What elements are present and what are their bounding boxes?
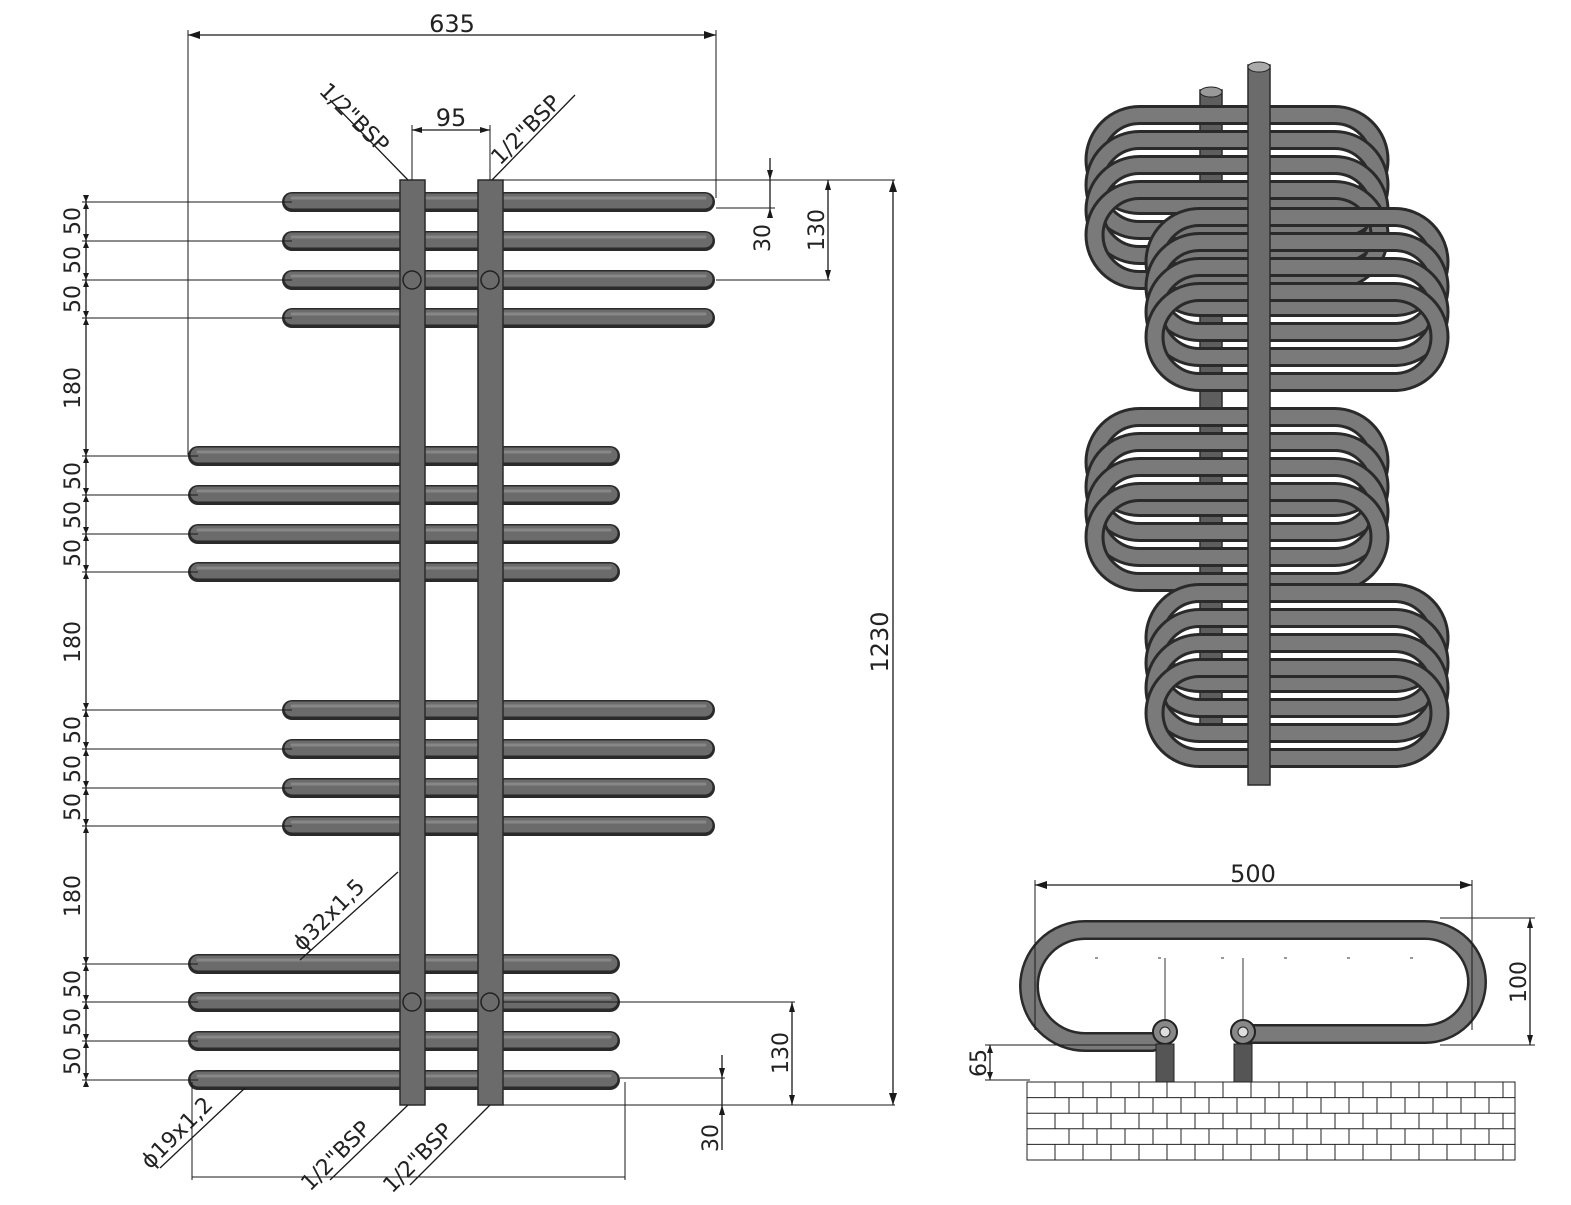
- bottom-right-outlet-label: 1/2"BSP: [379, 1119, 459, 1199]
- isometric-view: [1084, 61, 1450, 786]
- bottom-connection-label: 130: [769, 1032, 794, 1074]
- bracket-hole-bottom-left: [402, 992, 422, 1012]
- pitch-label: 50: [61, 539, 86, 567]
- plan-width-label: 500: [1230, 860, 1276, 888]
- pitch-label: 50: [61, 207, 86, 235]
- horizontal-bars: [188, 192, 715, 1090]
- bracket-hole-bottom-right: [480, 992, 500, 1012]
- pitch-label: 50: [61, 1047, 86, 1075]
- gap-label: 180: [61, 875, 86, 917]
- gap-label: 180: [61, 621, 86, 663]
- top-left-inlet-label: 1/2"BSP: [314, 79, 394, 159]
- width-label: 635: [429, 10, 475, 38]
- brick-wall: [1026, 1081, 1516, 1161]
- iso-front-pipe: [1247, 64, 1271, 786]
- pitch-label: 50: [61, 755, 86, 783]
- top-right-inlet-label: 1/2"BSP: [487, 91, 567, 171]
- pitch-label: 50: [61, 970, 86, 998]
- plan-view: 500 100 65: [967, 860, 1535, 1161]
- left-dimension-labels: 50 50 50 180 50 50 50 180 50 50 50 180 5…: [61, 207, 86, 1075]
- pitch-label: 50: [61, 501, 86, 529]
- pitch-label: 50: [61, 462, 86, 490]
- pitch-label: 50: [61, 793, 86, 821]
- plan-depth-label: 100: [1507, 961, 1532, 1003]
- pipe-spacing-label: 95: [436, 104, 467, 132]
- gap-label: 180: [61, 367, 86, 409]
- front-view: 635 95 1/2"BSP 1/2"BSP 1/2"BSP 1/2"BSP ϕ…: [61, 10, 897, 1198]
- left-vertical-pipe: [399, 179, 426, 1106]
- pitch-label: 50: [61, 246, 86, 274]
- bottom-offset-label: 30: [699, 1124, 724, 1152]
- wall-offset-label: 65: [967, 1049, 992, 1077]
- pitch-label: 50: [61, 285, 86, 313]
- pitch-label: 50: [61, 1008, 86, 1036]
- bottom-left-outlet-label: 1/2"BSP: [297, 1117, 377, 1197]
- bracket-hole-top-left: [402, 270, 422, 290]
- top-offset-label: 30: [751, 224, 776, 252]
- vertical-tube-label: ϕ32x1,5: [289, 875, 371, 957]
- wall-bracket-left: [1155, 1043, 1175, 1083]
- height-label: 1230: [866, 611, 894, 672]
- bracket-hole-top-right: [480, 270, 500, 290]
- left-dimension-ticks: [82, 195, 292, 1087]
- horizontal-tube-label: ϕ19x1,2: [137, 1093, 219, 1175]
- wall-bracket-right: [1233, 1043, 1253, 1083]
- top-connection-label: 130: [805, 209, 830, 251]
- right-vertical-pipe: [477, 179, 504, 1106]
- pitch-label: 50: [61, 716, 86, 744]
